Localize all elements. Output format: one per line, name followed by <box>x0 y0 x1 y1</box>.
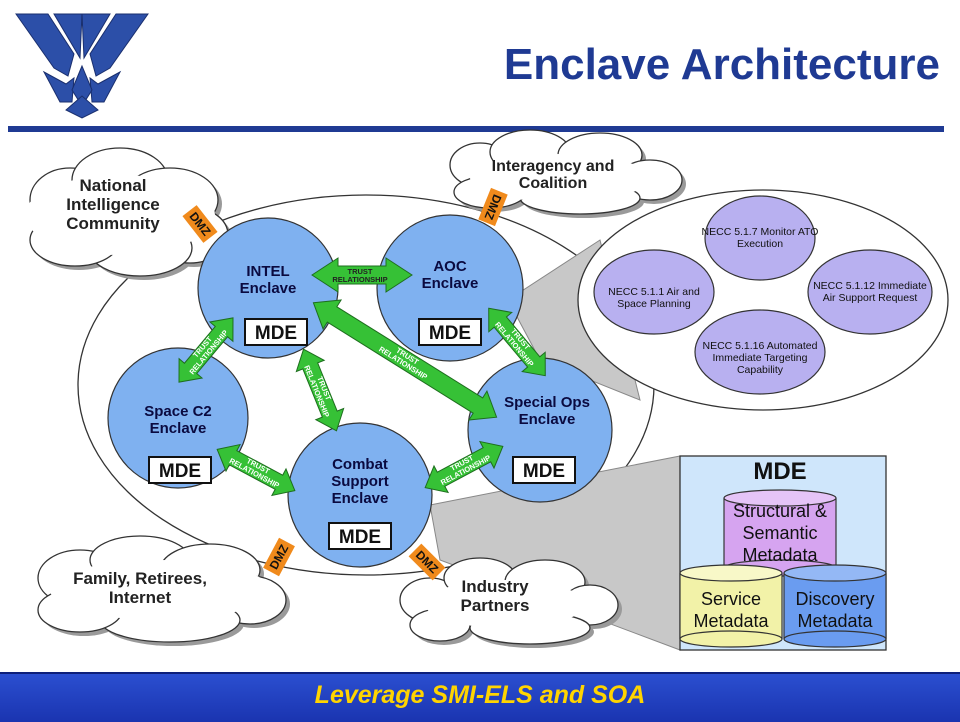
label-industry: Industry Partners <box>460 577 530 615</box>
label-family: Family, Retirees, Internet <box>73 569 207 607</box>
necc-label-5-1-7: NECC 5.1.7 Monitor ATO Execution <box>701 226 819 250</box>
necc-5-1-1 <box>593 249 715 335</box>
mde-detail-title: MDE <box>753 458 807 485</box>
cloud-industry <box>399 557 622 648</box>
trust-arrow-combat-special <box>424 440 504 494</box>
necc-5-1-12 <box>807 249 933 335</box>
necc-area <box>577 189 949 411</box>
label-combat-enclave: Combat Support Enclave <box>331 456 389 507</box>
necc-5-1-7 <box>704 195 816 281</box>
cloud-nic <box>25 147 232 280</box>
enclave-combat <box>287 422 433 568</box>
trust-arrow-intel-aoc <box>311 257 413 293</box>
necc-label-5-1-12: NECC 5.1.12 Immediate Air Support Reques… <box>813 280 927 304</box>
trust-arrow-aoc-special <box>488 307 546 377</box>
trust-arrow-intel-space <box>178 317 234 383</box>
label-intel-enclave: INTEL Enclave <box>239 263 297 297</box>
cloud-family <box>37 535 290 646</box>
mde-badge-special: MDE <box>512 456 576 484</box>
label-national-intelligence: National Intelligence Community <box>66 176 160 233</box>
discovery-metadata-label: Discovery Metadata <box>795 589 875 631</box>
trust-arrow-intel-special <box>312 299 498 421</box>
label-interagency: Interagency and Coalition <box>491 158 615 192</box>
trust-arrow-intel-combat <box>295 348 345 432</box>
enclave-aoc <box>376 214 524 362</box>
footer-text: Leverage SMI-ELS and SOA <box>314 681 646 709</box>
label-space-enclave: Space C2 Enclave <box>144 403 212 437</box>
necc-5-1-16 <box>694 309 826 395</box>
enclave-space <box>107 347 249 489</box>
necc-label-5-1-1: NECC 5.1.1 Air and Space Planning <box>608 286 700 310</box>
label-special-enclave: Special Ops Enclave <box>504 394 590 428</box>
trust-arrow-space-combat <box>216 443 296 497</box>
trust-label-intel-aoc: TRUST RELATIONSHIP <box>332 267 388 284</box>
discovery-cylinder <box>783 564 887 648</box>
service-metadata-label: Service Metadata <box>693 589 769 631</box>
title-rule <box>8 126 944 132</box>
cloud-interagency <box>449 129 686 218</box>
mde-badge-aoc: MDE <box>418 318 482 346</box>
footer-bar <box>0 672 960 722</box>
service-cylinder <box>679 564 783 648</box>
structural-cylinder <box>723 489 837 577</box>
air-force-logo <box>15 13 149 119</box>
label-aoc-enclave: AOC Enclave <box>421 258 479 292</box>
mde-badge-space: MDE <box>148 456 212 484</box>
necc-label-5-1-16: NECC 5.1.16 Automated Immediate Targetin… <box>702 340 818 376</box>
page-title: Enclave Architecture <box>503 40 940 89</box>
mde-badge-intel: MDE <box>244 318 308 346</box>
structural-metadata-label: Structural & Semantic Metadata <box>732 501 828 565</box>
mde-badge-combat: MDE <box>328 522 392 550</box>
